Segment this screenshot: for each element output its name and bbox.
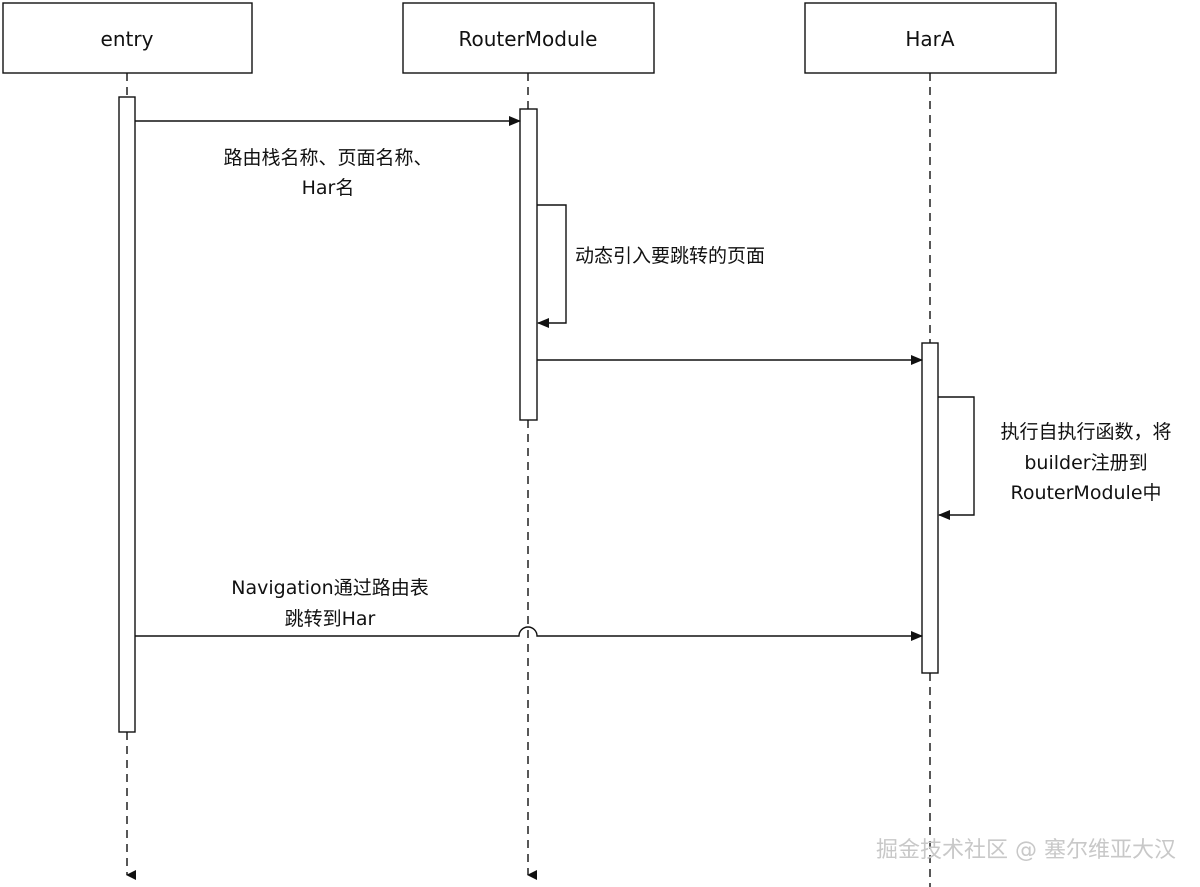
participant-box-hara: [804, 2, 1057, 74]
activation-entry: [118, 96, 136, 733]
participant-router-module: RouterModule: [402, 2, 655, 74]
participant-entry: entry: [2, 2, 253, 74]
message-label-4-line-2: 跳转到Har: [285, 608, 376, 630]
message-label-3-line-1: 执行自执行函数，将: [1000, 421, 1171, 443]
message-label-3-line-3: RouterModule中: [1010, 482, 1161, 504]
watermark-text: 掘金技术社区 @ 塞尔维亚大汉: [876, 838, 1176, 863]
message-label-1-line-2: Har名: [302, 177, 355, 199]
message-arrow-2-self: [537, 204, 567, 328]
activation-router-module: [519, 108, 538, 421]
message-label-4-line-1: Navigation通过路由表: [231, 577, 428, 599]
message-label-3-line-2: builder注册到: [1024, 452, 1147, 474]
activation-hara: [921, 342, 939, 674]
participant-box-router-module: [402, 2, 655, 74]
participant-label-router-module: RouterModule: [458, 27, 597, 51]
participant-hara: HarA: [804, 2, 1057, 74]
message-label-1-line-1: 路由栈名称、页面名称、: [223, 147, 432, 169]
participant-label-entry: entry: [101, 27, 154, 51]
message-label-2: 动态引入要跳转的页面: [575, 245, 765, 267]
message-arrow-4-self: [938, 396, 975, 520]
participant-box-entry: [2, 2, 253, 74]
participant-label-hara: HarA: [905, 27, 955, 51]
message-arrow-5: [135, 626, 923, 641]
